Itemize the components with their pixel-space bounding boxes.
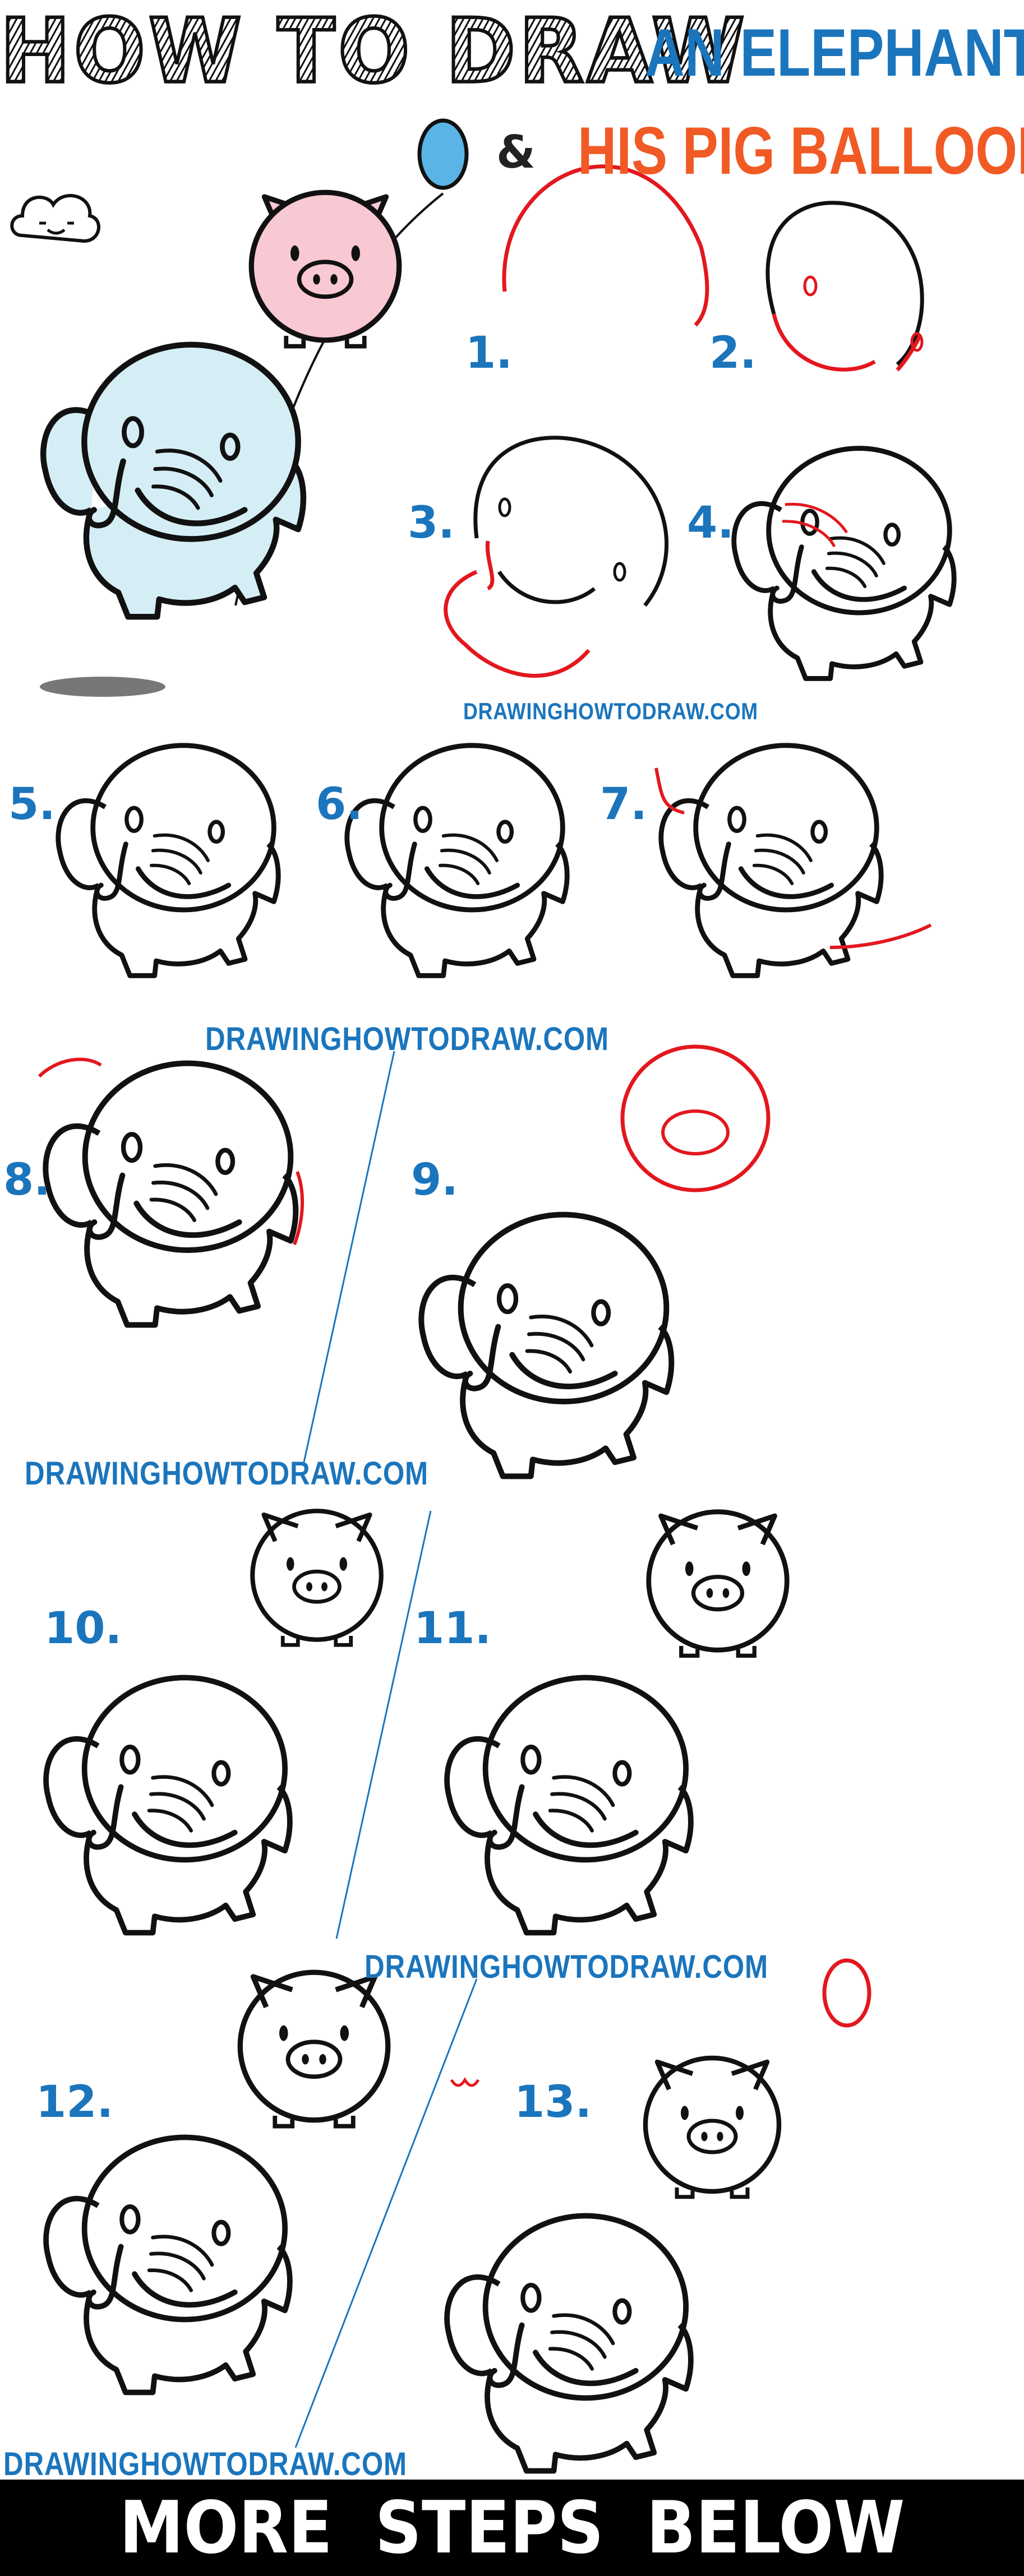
watermark: DRAWINGHOWTODRAW.COM xyxy=(463,698,759,724)
step-number-2: 2. xyxy=(709,328,757,378)
divider-lines xyxy=(294,1051,478,2448)
step-number-6: 6. xyxy=(316,779,363,830)
watermark: DRAWINGHOWTODRAW.COM xyxy=(365,1949,768,1985)
step13-elephant xyxy=(447,2216,691,2471)
title-ampersand: & xyxy=(496,126,536,178)
step-number-12: 12. xyxy=(36,2077,114,2128)
step2-drawing xyxy=(765,201,924,372)
step13-balloon-drawing xyxy=(822,1958,871,2028)
watermark: DRAWINGHOWTODRAW.COM xyxy=(205,1021,609,1057)
watermark: DRAWINGHOWTODRAW.COM xyxy=(3,2446,407,2482)
step-number-11: 11. xyxy=(414,1603,492,1654)
title-an-elephant: AN ELEPHANT xyxy=(645,15,1024,90)
step7-drawing xyxy=(661,746,881,976)
step10-elephant xyxy=(46,1678,290,1933)
step-number-13: 13. xyxy=(514,2077,592,2128)
more-steps-banner: MORE STEPS BELOW xyxy=(0,2480,1024,2576)
step12-pig xyxy=(240,1972,388,2126)
step9-drawing xyxy=(421,1215,671,1477)
title-his-pig-balloon: HIS PIG BALLOON xyxy=(578,113,1024,188)
watermark: DRAWINGHOWTODRAW.COM xyxy=(25,1455,428,1492)
step-number-10: 10. xyxy=(44,1603,122,1654)
step3-drawing xyxy=(444,436,669,678)
step4-drawing xyxy=(734,448,954,679)
step-number-9: 9. xyxy=(411,1155,458,1205)
step-number-4: 4. xyxy=(687,498,734,548)
step8-balloon-drawing xyxy=(620,1044,771,1192)
balloon-icon xyxy=(417,118,469,190)
step1-drawing xyxy=(502,164,709,327)
step10-pig xyxy=(252,1511,381,1645)
step13-pig xyxy=(645,2058,779,2197)
cloud-icon xyxy=(10,194,100,243)
banner-text: MORE STEPS BELOW xyxy=(119,2486,905,2570)
shadow xyxy=(40,677,165,697)
step11-pig xyxy=(649,1512,787,1656)
step-number-5: 5. xyxy=(8,779,56,830)
pig-balloon-colored xyxy=(251,192,399,346)
step-number-7: 7. xyxy=(600,779,647,830)
step-number-1: 1. xyxy=(465,328,513,378)
title-how-to-draw: HOW TO DRAW xyxy=(0,0,748,105)
step8-drawing xyxy=(45,1063,296,1325)
step5-drawing xyxy=(58,746,278,976)
step12-elephant xyxy=(46,2138,290,2393)
step-number-3: 3. xyxy=(408,498,455,548)
step11-elephant xyxy=(447,1678,691,1933)
elephant-colored xyxy=(43,345,303,617)
step6-drawing xyxy=(347,746,567,976)
step-number-8: 8. xyxy=(3,1155,50,1205)
